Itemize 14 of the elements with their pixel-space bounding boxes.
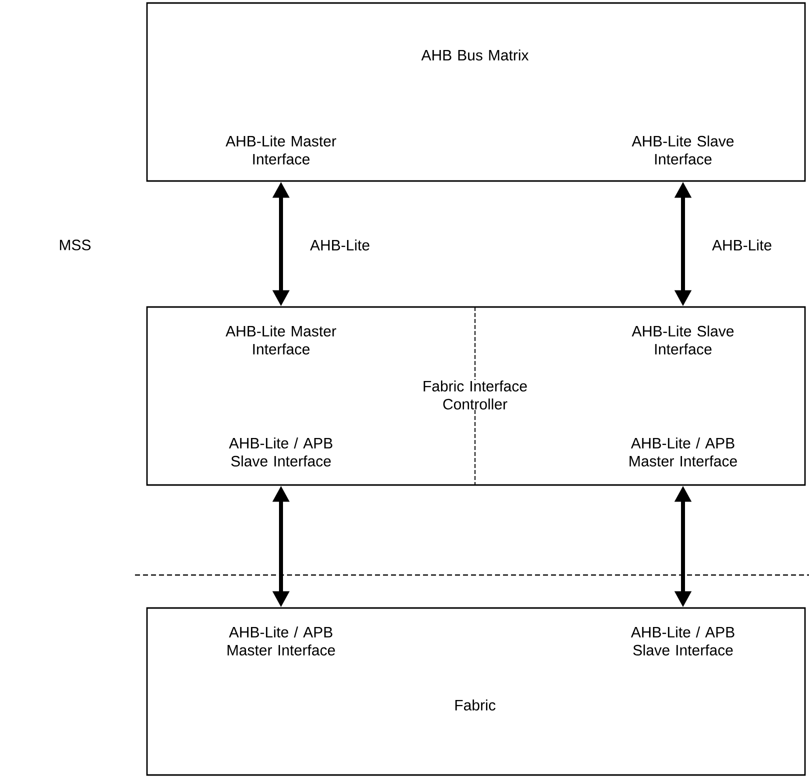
- edge-label: AHB-Lite: [710, 238, 774, 252]
- interface-label: AHB-Lite / APB Slave Interface: [630, 626, 734, 656]
- edge-label: AHB-Lite: [308, 238, 372, 252]
- interface-label: AHB-Lite / APB Slave Interface: [228, 438, 332, 466]
- block-title: Fabric Interface Controller: [424, 380, 527, 410]
- region-label: MSS: [60, 240, 91, 250]
- interface-label: AHB-Lite Master Interface: [226, 136, 336, 164]
- interface-label: AHB-Lite / APB Master Interface: [228, 626, 335, 656]
- block-title: AHB Bus Matrix: [421, 50, 529, 60]
- interface-label: AHB-Lite Slave Interface: [632, 326, 734, 354]
- interface-label: AHB-Lite Slave Interface: [632, 136, 734, 164]
- interface-label: AHB-Lite Master Interface: [226, 326, 336, 354]
- interface-label: AHB-Lite / APB Master Interface: [630, 438, 737, 466]
- block-title: Fabric: [455, 700, 496, 710]
